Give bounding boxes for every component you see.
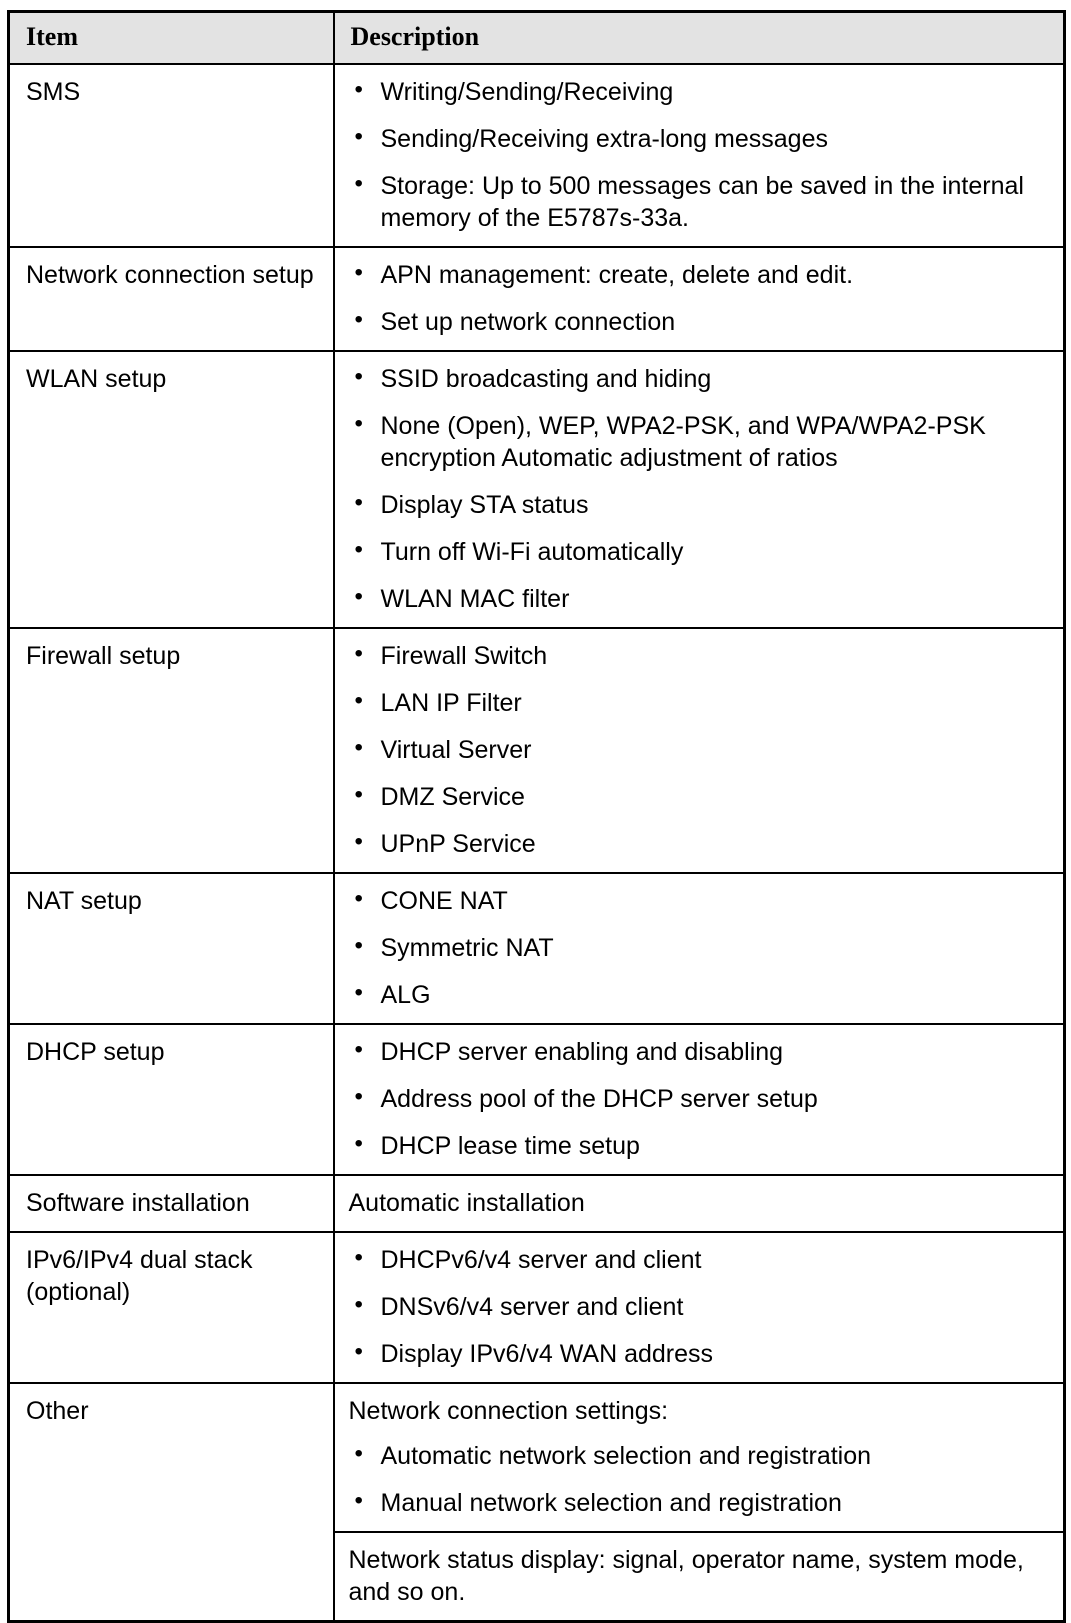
list-item: Virtual Server: [349, 733, 1050, 766]
list-item: SSID broadcasting and hiding: [349, 362, 1050, 395]
item-label: WLAN setup: [26, 365, 167, 393]
table-row: SMS Writing/Sending/Receiving Sending/Re…: [8, 63, 1065, 248]
list-item: DMZ Service: [349, 780, 1050, 813]
column-header-description: Description: [332, 11, 1065, 65]
row-item-cell: IPv6/IPv4 dual stack (optional): [8, 1231, 335, 1384]
item-label: IPv6/IPv4 dual stack (optional): [26, 1246, 253, 1306]
column-header-item: Item: [8, 11, 335, 65]
list-item: DHCP lease time setup: [349, 1129, 1050, 1162]
table-row: DHCP setup DHCP server enabling and disa…: [8, 1023, 1065, 1176]
row-description-cell: CONE NAT Symmetric NAT ALG: [332, 872, 1065, 1025]
list-item: Writing/Sending/Receiving: [349, 75, 1050, 108]
table-row: Software installation Automatic installa…: [8, 1174, 1065, 1233]
item-label: Other: [26, 1397, 89, 1425]
list-item: CONE NAT: [349, 884, 1050, 917]
table-row: Other Network connection settings: Autom…: [8, 1382, 1065, 1623]
row-description-cell: Network status display: signal, operator…: [332, 1531, 1065, 1622]
row-description-cell: DHCP server enabling and disabling Addre…: [332, 1023, 1065, 1176]
row-description-cell: APN management: create, delete and edit.…: [332, 246, 1065, 352]
list-item: UPnP Service: [349, 827, 1050, 860]
specification-table-page: Item Description SMS Writing/Sending/Rec…: [0, 0, 1071, 1567]
row-item-cell: Network connection setup: [8, 246, 335, 352]
list-item: Automatic network selection and registra…: [349, 1439, 1050, 1472]
item-label: Firewall setup: [26, 642, 181, 670]
list-item: LAN IP Filter: [349, 686, 1050, 719]
table-row: IPv6/IPv4 dual stack (optional) DHCPv6/v…: [8, 1231, 1065, 1384]
list-item: Turn off Wi-Fi automatically: [349, 535, 1050, 568]
bullet-list: DHCP server enabling and disabling Addre…: [349, 1035, 1050, 1162]
table-body: SMS Writing/Sending/Receiving Sending/Re…: [8, 63, 1065, 1623]
bullet-list: Automatic network selection and registra…: [349, 1439, 1050, 1519]
table-row: Firewall setup Firewall Switch LAN IP Fi…: [8, 627, 1065, 874]
list-item: Display IPv6/v4 WAN address: [349, 1337, 1050, 1370]
item-label: Software installation: [26, 1189, 250, 1217]
item-label: SMS: [26, 78, 81, 106]
bullet-list: APN management: create, delete and edit.…: [349, 258, 1050, 338]
list-item: Sending/Receiving extra-long messages: [349, 122, 1050, 155]
item-label: NAT setup: [26, 887, 142, 915]
row-item-cell: WLAN setup: [8, 350, 335, 629]
table-row: Network connection setup APN management:…: [8, 246, 1065, 352]
list-item: Set up network connection: [349, 305, 1050, 338]
row-description-cell: SSID broadcasting and hiding None (Open)…: [332, 350, 1065, 629]
row-description-cell: DHCPv6/v4 server and client DNSv6/v4 ser…: [332, 1231, 1065, 1384]
list-item: None (Open), WEP, WPA2-PSK, and WPA/WPA2…: [349, 409, 1050, 474]
row-description-cell: Network connection settings: Automatic n…: [332, 1382, 1065, 1533]
feature-specification-table: Item Description SMS Writing/Sending/Rec…: [7, 10, 1066, 1623]
bullet-list: Firewall Switch LAN IP Filter Virtual Se…: [349, 639, 1050, 860]
list-item: Symmetric NAT: [349, 931, 1050, 964]
list-item: APN management: create, delete and edit.: [349, 258, 1050, 291]
bullet-list: CONE NAT Symmetric NAT ALG: [349, 884, 1050, 1011]
list-item: Address pool of the DHCP server setup: [349, 1082, 1050, 1115]
list-item: Firewall Switch: [349, 639, 1050, 672]
description-text: Automatic installation: [348, 1189, 585, 1217]
table-row: WLAN setup SSID broadcasting and hiding …: [8, 350, 1065, 629]
row-item-cell: NAT setup: [8, 872, 335, 1025]
list-item: DHCPv6/v4 server and client: [349, 1243, 1050, 1276]
bullet-list: Writing/Sending/Receiving Sending/Receiv…: [349, 75, 1050, 234]
list-item: Display STA status: [349, 488, 1050, 521]
list-item: ALG: [349, 978, 1050, 1011]
table-header-row: Item Description: [8, 11, 1065, 65]
row-item-cell: Software installation: [8, 1174, 335, 1233]
list-item: DNSv6/v4 server and client: [349, 1290, 1050, 1323]
item-label: DHCP setup: [26, 1038, 165, 1066]
table-header: Item Description: [8, 11, 1065, 65]
bullet-list: DHCPv6/v4 server and client DNSv6/v4 ser…: [349, 1243, 1050, 1370]
bullet-list: SSID broadcasting and hiding None (Open)…: [349, 362, 1050, 615]
row-item-cell: DHCP setup: [8, 1023, 335, 1176]
row-item-cell: Other: [8, 1382, 335, 1623]
list-item: WLAN MAC filter: [349, 582, 1050, 615]
row-description-cell: Automatic installation: [332, 1174, 1065, 1233]
row-item-cell: SMS: [8, 63, 335, 248]
row-description-cell: Writing/Sending/Receiving Sending/Receiv…: [332, 63, 1065, 248]
item-label: Network connection setup: [26, 261, 314, 289]
list-item: Manual network selection and registratio…: [349, 1486, 1050, 1519]
table-row: NAT setup CONE NAT Symmetric NAT ALG: [8, 872, 1065, 1025]
list-item: Storage: Up to 500 messages can be saved…: [349, 169, 1050, 234]
row-description-cell: Firewall Switch LAN IP Filter Virtual Se…: [332, 627, 1065, 874]
description-intro-text: Network connection settings:: [348, 1397, 669, 1425]
row-item-cell: Firewall setup: [8, 627, 335, 874]
list-item: DHCP server enabling and disabling: [349, 1035, 1050, 1068]
description-text: Network status display: signal, operator…: [348, 1546, 1024, 1606]
